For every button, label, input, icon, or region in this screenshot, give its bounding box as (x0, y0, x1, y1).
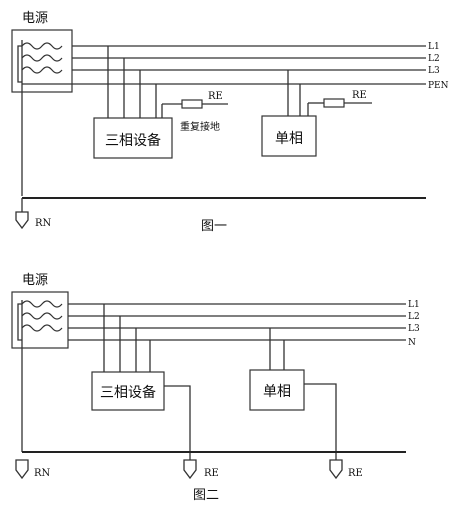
ground-re-symbol-2a (183, 459, 197, 480)
re-label-1b: RE (352, 90, 367, 101)
line-label-l1-1: L1 (428, 42, 440, 52)
ground-rn-symbol-2 (15, 459, 29, 480)
ground-rn-symbol-1 (15, 211, 29, 230)
single-phase-equipment-1 (261, 115, 317, 157)
resistor-re-2 (323, 98, 345, 108)
re-label-1a: RE (208, 91, 223, 102)
three-phase-equipment-1 (93, 117, 173, 159)
three-phase-label-2: 三相设备 (100, 384, 156, 401)
line-label-l1-2: L1 (408, 300, 420, 310)
resistor-re-1 (181, 99, 203, 109)
coils-2 (17, 300, 63, 452)
ground-re-symbol-2b (329, 459, 343, 480)
repeat-ground-label: 重复接地 (180, 120, 220, 133)
diagram-2: 电源 L1 L2 L3 N 三相设备 单相 RN (11, 273, 420, 503)
rn-label-2: RN (34, 468, 51, 479)
source-box-1 (11, 29, 73, 93)
source-label-2: 电源 (22, 273, 48, 288)
line-label-l3-1: L3 (428, 66, 440, 76)
source-box-2 (11, 291, 69, 349)
rn-label-1: RN (35, 218, 52, 229)
re-label-2a: RE (204, 468, 219, 479)
line-label-l3-2: L3 (408, 324, 420, 334)
three-phase-label-1: 三相设备 (105, 132, 161, 149)
line-label-l2-1: L2 (428, 54, 440, 64)
caption-1: 图一 (201, 219, 227, 234)
caption-2: 图二 (193, 488, 219, 503)
line-label-n-2: N (408, 338, 416, 348)
diagram-1: 电源 L1 L2 L3 PEN 三相设备 RE 重复接地 (11, 11, 449, 234)
source-label-1: 电源 (22, 11, 48, 26)
line-label-pen-1: PEN (428, 81, 449, 91)
single-phase-label-1: 单相 (275, 131, 303, 147)
line-label-l2-2: L2 (408, 312, 420, 322)
single-phase-label-2: 单相 (263, 384, 291, 400)
re-label-2b: RE (348, 468, 363, 479)
coils-1 (17, 40, 63, 196)
single-phase-equipment-2 (249, 369, 305, 411)
three-phase-equipment-2 (91, 371, 165, 411)
